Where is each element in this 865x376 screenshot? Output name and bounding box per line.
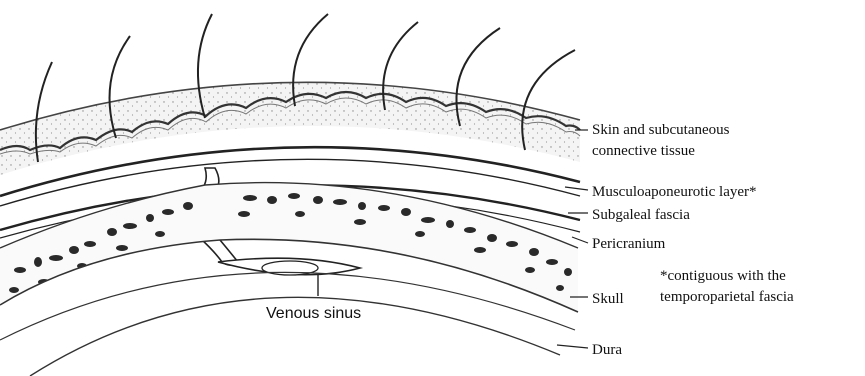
- label-musculoaponeurotic: Musculoaponeurotic layer*: [592, 184, 757, 200]
- label-venous-sinus: Venous sinus: [266, 305, 361, 322]
- dura-layer: [0, 272, 575, 376]
- footnote-line2: temporoparietal fascia: [660, 289, 794, 305]
- label-subgaleal-fascia: Subgaleal fascia: [592, 207, 690, 223]
- label-pericranium: Pericranium: [592, 236, 666, 252]
- label-skull: Skull: [592, 291, 624, 307]
- footnote-line1: *contiguous with the: [660, 268, 786, 284]
- label-skin: Skin and subcutaneous: [592, 122, 730, 138]
- venous-sinus: [218, 258, 360, 296]
- label-skin-cont: connective tissue: [592, 143, 695, 159]
- label-dura: Dura: [592, 342, 622, 358]
- leader-lines: [557, 130, 588, 348]
